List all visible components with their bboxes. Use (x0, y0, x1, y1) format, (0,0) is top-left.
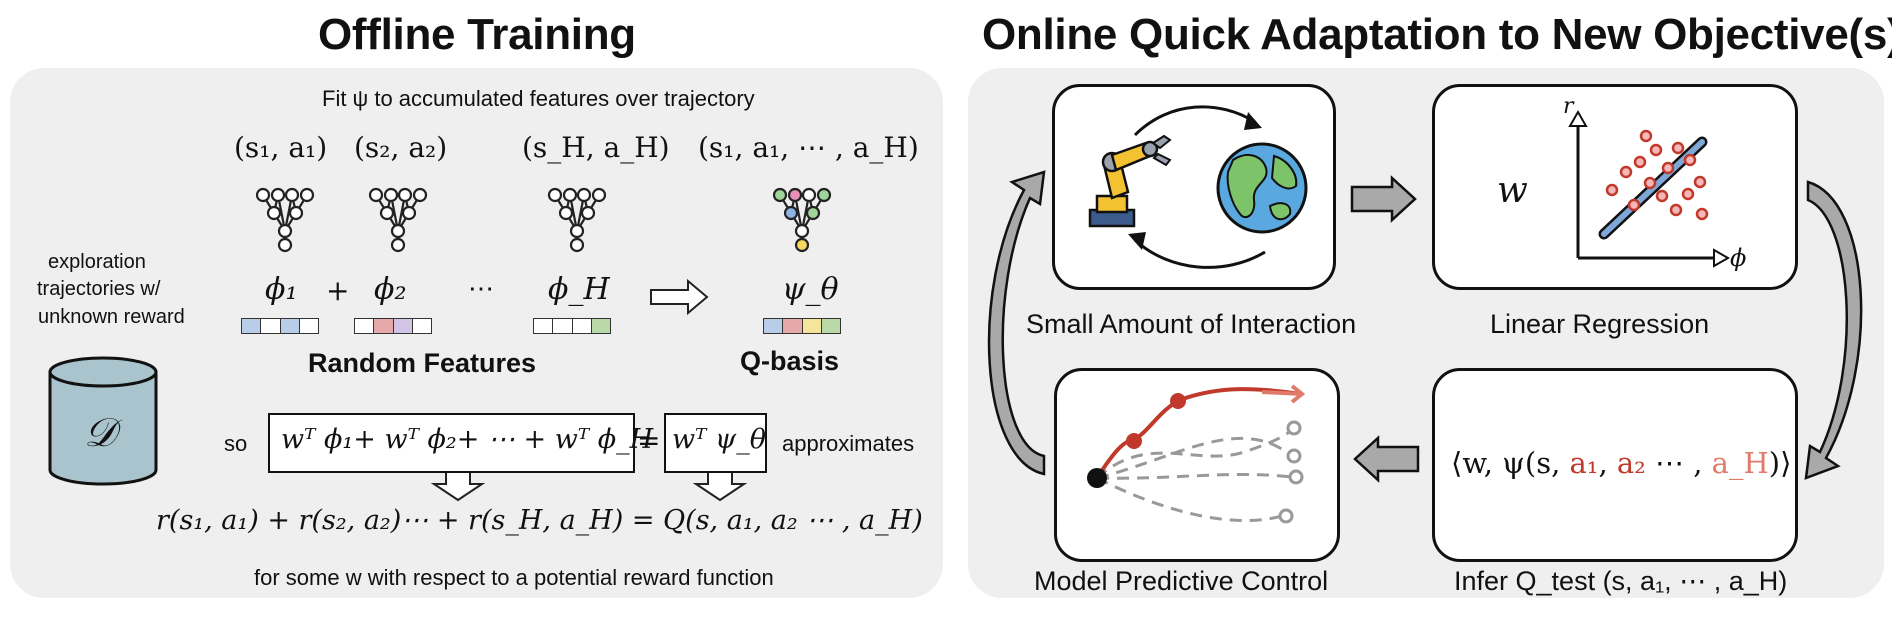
infer-expression: ⟨w, ψ(s, a₁, a₂ ⋯ , a_H)⟩ (1451, 446, 1791, 480)
network-icon-h (547, 187, 607, 253)
sum-equation: wᵀ ϕ₁+ wᵀ ϕ₂+ ⋯ + wᵀ ϕ_H (281, 424, 654, 455)
feature-phi-1: ϕ₁ (265, 272, 298, 307)
online-adaptation-title: Online Quick Adaptation to New Objective… (982, 10, 1892, 59)
feature-bar-1 (241, 318, 319, 334)
mpc-arrow-head (1290, 384, 1306, 404)
regression-w-symbol: w (1497, 170, 1528, 211)
regression-y-axis-label: r (1563, 94, 1574, 119)
dataset-symbol: 𝒟 (84, 410, 116, 456)
cycle-arrow-top (1133, 105, 1256, 137)
mpc-node-1 (1126, 433, 1142, 449)
ellipsis: ⋯ (468, 274, 494, 304)
earth-globe-icon (1216, 142, 1308, 234)
network-icon-2 (368, 187, 428, 253)
infer-expr-a2: a₂ (1616, 446, 1646, 480)
state-action-2: (s₂, a₂) (354, 131, 448, 164)
mpc-label: Model Predictive Control (1034, 566, 1329, 596)
mpc-node-2 (1170, 393, 1186, 409)
regression-axes (1568, 109, 1731, 268)
sum-equation-box (268, 413, 635, 473)
interaction-label: Small Amount of Interaction (1026, 309, 1357, 339)
qbasis-network-icon (772, 187, 832, 253)
feature-bar-2 (354, 318, 432, 334)
network-icon-1 (255, 187, 315, 253)
hollow-down-arrow-1 (430, 471, 486, 502)
offline-training-title: Offline Training (318, 10, 636, 59)
gray-right-arrow (1350, 175, 1417, 223)
psi-equation: wᵀ ψ_θ (672, 424, 766, 455)
gray-left-arrow (1353, 435, 1420, 483)
so-label: so (224, 431, 248, 456)
psi-equation-box (664, 413, 767, 473)
approximates-label: approximates (782, 431, 915, 456)
footer-caption: for some w with respect to a potential r… (254, 565, 774, 590)
dataset-cylinder-icon (48, 356, 158, 486)
infer-box (1432, 368, 1798, 562)
mpc-endpoints (1278, 420, 1304, 524)
random-features-label: Random Features (308, 348, 537, 378)
infer-expr-suffix: )⟩ (1768, 446, 1792, 480)
state-action-sequence: (s₁, a₁, ⋯ , a_H) (698, 131, 919, 164)
qbasis-label: Q-basis (740, 346, 840, 376)
dataset-caption-line-1: exploration (48, 251, 146, 273)
gray-curved-arrow-left (987, 170, 1046, 476)
dataset-caption-line-3: unknown reward (38, 306, 185, 328)
infer-expr-ah: a_H (1711, 446, 1769, 480)
regression-label: Linear Regression (1490, 309, 1710, 339)
mpc-start-node (1087, 468, 1107, 488)
reward-equation: r(s₁, a₁) + r(s₂, a₂)⋯ + r(s_H, a_H) = Q… (156, 505, 923, 536)
robot-arm-icon (1088, 134, 1172, 228)
state-action-h: (s_H, a_H) (522, 131, 670, 164)
infer-label: Infer Q_test (s, a₁, ⋯ , a_H) (1454, 566, 1788, 596)
gray-curved-arrow-right (1804, 180, 1863, 480)
plus-sign: + (326, 274, 350, 307)
infer-expr-prefix: ⟨w, ψ(s, (1451, 446, 1570, 480)
hollow-down-arrow-2 (692, 471, 748, 502)
cycle-arrow-bottom (1133, 238, 1266, 269)
feature-bar-h (533, 318, 611, 334)
feature-phi-h: ϕ_H (548, 272, 610, 307)
dataset-caption-line-2: trajectories w/ (37, 278, 161, 300)
equals-sign: = (637, 424, 661, 457)
regression-x-axis-label: ϕ (1730, 244, 1747, 272)
regression-scatter-points (1605, 129, 1709, 221)
hollow-right-arrow (650, 278, 709, 316)
infer-expr-sep: , (1598, 446, 1617, 480)
feature-phi-2: ϕ₂ (374, 272, 407, 307)
infer-expr-a1: a₁ (1569, 446, 1599, 480)
state-action-1: (s₁, a₁) (234, 131, 328, 164)
mpc-chosen-path (1095, 387, 1301, 480)
fit-caption: Fit ψ to accumulated features over traje… (322, 86, 755, 111)
qbasis-bar (763, 318, 841, 334)
infer-expr-mid: ⋯ , (1645, 446, 1712, 480)
qbasis-psi-theta: ψ_θ (782, 272, 839, 307)
